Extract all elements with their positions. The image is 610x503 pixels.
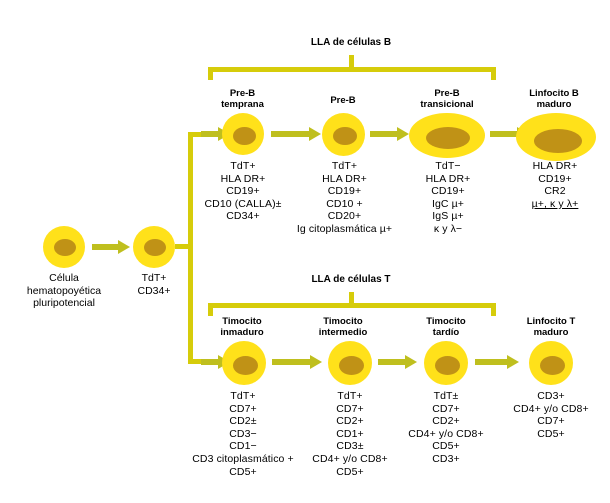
markers-linfocito-b-maduro: HLA DR+ CD19+ CR2: [532, 160, 578, 198]
section-title-b-all: LLA de células B: [310, 37, 392, 48]
connector-progenitor-stub: [175, 244, 192, 249]
label-t-stage-timocito-tardio: Timocito tardío: [426, 316, 466, 338]
arrow-timocito-intermedio-to-tardio: [378, 355, 418, 369]
markers-timocito-tardio: TdT± CD7+ CD2+ CD4+ y/o CD8+ CD5+ CD3+: [408, 390, 484, 465]
arrow-stem-to-progenitor: [92, 240, 130, 254]
label-tdt-progenitor: TdT+ CD34+: [137, 272, 171, 297]
markers-timocito-inmaduro: TdT+ CD7+ CD2± CD3− CD1− CD3 citoplasmát…: [192, 390, 294, 478]
markers-pre-b: TdT+ HLA DR+ CD19+ CD10 + CD20+ Ig citop…: [296, 160, 393, 235]
markers-timocito-intermedio: TdT+ CD7+ CD2+ CD1+ CD3± CD4+ y/o CD8+ C…: [312, 390, 388, 478]
nucleus: [233, 356, 258, 375]
cell-pluripotent-stem: [43, 226, 85, 268]
section-title-t-all: LLA de células T: [311, 274, 391, 285]
cell-linfocito-b-maduro: [516, 113, 596, 161]
cell-timocito-intermedio: [328, 341, 372, 385]
cell-pre-b-temprana: [222, 113, 264, 155]
connector-branch-to-b-row: [188, 132, 205, 137]
arrow-pre-b-to-pre-b-transicional: [370, 127, 410, 141]
bracket-b-stem: [349, 55, 354, 69]
cell-tdt-progenitor: [133, 226, 175, 268]
cell-pre-b-transicional: [409, 113, 485, 158]
arrow-timocito-tardio-to-linfocito-t: [475, 355, 520, 369]
nucleus: [144, 239, 166, 256]
connector-branch-to-t-row: [188, 359, 205, 364]
label-b-stage-pre-b: Pre-B: [330, 95, 356, 106]
bracket-t-left-tick: [208, 303, 213, 316]
cell-pre-b: [322, 113, 365, 156]
nucleus: [54, 239, 76, 256]
bracket-b-left-tick: [208, 67, 213, 80]
nucleus: [534, 129, 582, 153]
arrow-pre-b-temprana-to-pre-b: [271, 127, 323, 141]
nucleus: [540, 356, 565, 375]
nucleus: [339, 356, 364, 375]
label-b-stage-linfocito-b-maduro: Linfocito B maduro: [529, 88, 579, 110]
label-t-stage-timocito-inmaduro: Timocito inmaduro: [220, 316, 264, 338]
label-b-stage-pre-b-temprana: Pre-B temprana: [221, 88, 264, 110]
markers-pre-b-transicional: TdT− HLA DR+ CD19+ IgC µ+ IgS µ+ κ y λ−: [425, 160, 471, 235]
connector-vertical-trunk: [188, 132, 193, 364]
nucleus: [435, 356, 460, 375]
bracket-b-right-tick: [491, 67, 496, 80]
label-t-stage-linfocito-t-maduro: Linfocito T maduro: [526, 316, 576, 338]
nucleus: [333, 127, 357, 145]
arrow-timocito-inmaduro-to-intermedio: [272, 355, 324, 369]
bracket-t-horizontal: [208, 303, 496, 308]
bracket-t-stem: [349, 292, 354, 306]
cell-timocito-tardio: [424, 341, 468, 385]
markers-linfocito-b-maduro-underlined: µ+, κ y λ+: [531, 198, 579, 210]
bracket-t-right-tick: [491, 303, 496, 316]
markers-linfocito-t-maduro: CD3+ CD4+ y/o CD8+ CD7+ CD5+: [513, 390, 589, 440]
label-t-stage-timocito-intermedio: Timocito intermedio: [318, 316, 368, 338]
bracket-b-horizontal: [208, 67, 496, 72]
cell-timocito-inmaduro: [222, 341, 266, 385]
nucleus: [233, 127, 256, 145]
markers-pre-b-temprana: TdT+ HLA DR+ CD19+ CD10 (CALLA)± CD34+: [204, 160, 282, 223]
label-pluripotent-stem: Célula hematopoyética pluripotencial: [26, 272, 102, 310]
nucleus: [426, 127, 470, 149]
cell-linfocito-t-maduro: [529, 341, 573, 385]
label-b-stage-pre-b-transicional: Pre-B transicional: [420, 88, 474, 110]
